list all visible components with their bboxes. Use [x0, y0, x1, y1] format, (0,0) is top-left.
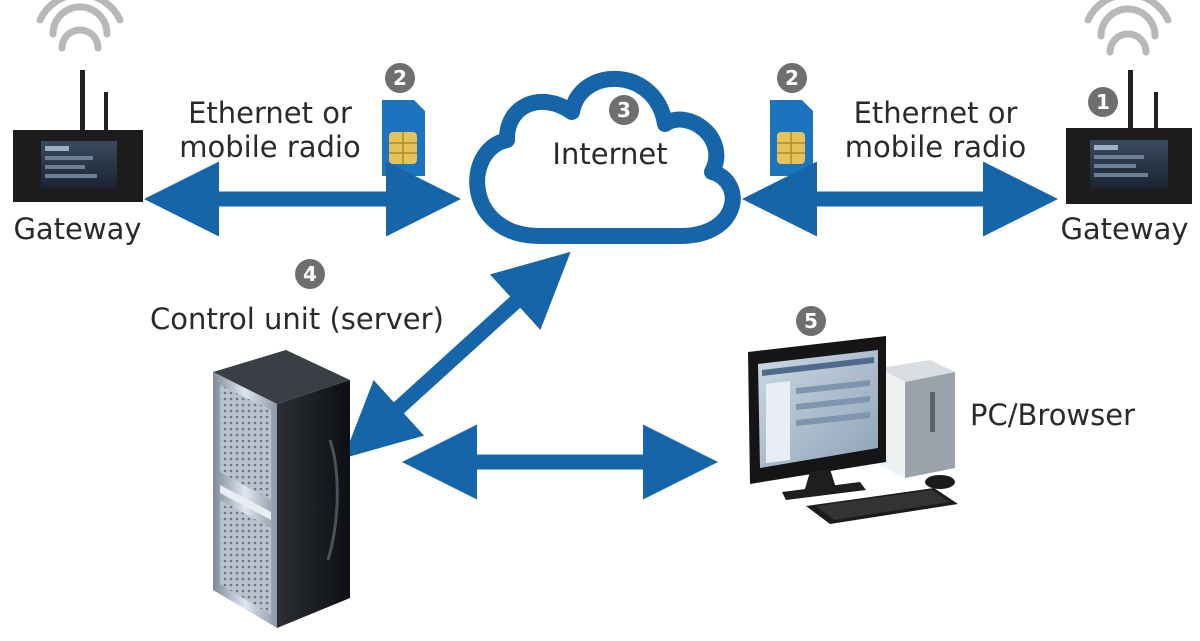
desktop-pc-icon: [748, 336, 958, 524]
sim-card-icon: [382, 100, 425, 176]
step-badge-4: 4: [295, 259, 325, 289]
left-link-label-line1: Ethernet or: [188, 96, 352, 130]
cloud-server-arrow: [343, 251, 571, 459]
step-badge-2-left: 2: [385, 63, 415, 93]
left-link-label: Ethernet or mobile radio: [170, 96, 370, 164]
wifi-signal-icon: [1084, 0, 1172, 56]
wifi-signal-icon: [36, 0, 124, 52]
left-link-label-line2: mobile radio: [179, 130, 361, 164]
right-link-label-line2: mobile radio: [844, 130, 1027, 164]
step-badge-5: 5: [796, 306, 826, 336]
step-badge-2-right: 2: [777, 63, 807, 93]
right-link-label-line1: Ethernet or: [853, 96, 1018, 130]
gateway-device-icon: [13, 70, 143, 202]
cloud-icon: [469, 71, 741, 244]
internet-label: Internet: [552, 137, 668, 171]
server-tower-icon: [213, 350, 350, 628]
gateway-left-label: Gateway: [13, 212, 142, 246]
pc-browser-label: PC/Browser: [970, 398, 1136, 432]
gateway-right-label: Gateway: [1060, 212, 1189, 246]
control-unit-label: Control unit (server): [150, 302, 444, 336]
step-badge-3: 3: [609, 95, 639, 125]
step-badge-1: 1: [1088, 87, 1118, 117]
gateway-device-icon: [1066, 70, 1192, 204]
sim-card-icon: [770, 100, 813, 176]
right-link-label: Ethernet or mobile radio: [833, 96, 1038, 164]
